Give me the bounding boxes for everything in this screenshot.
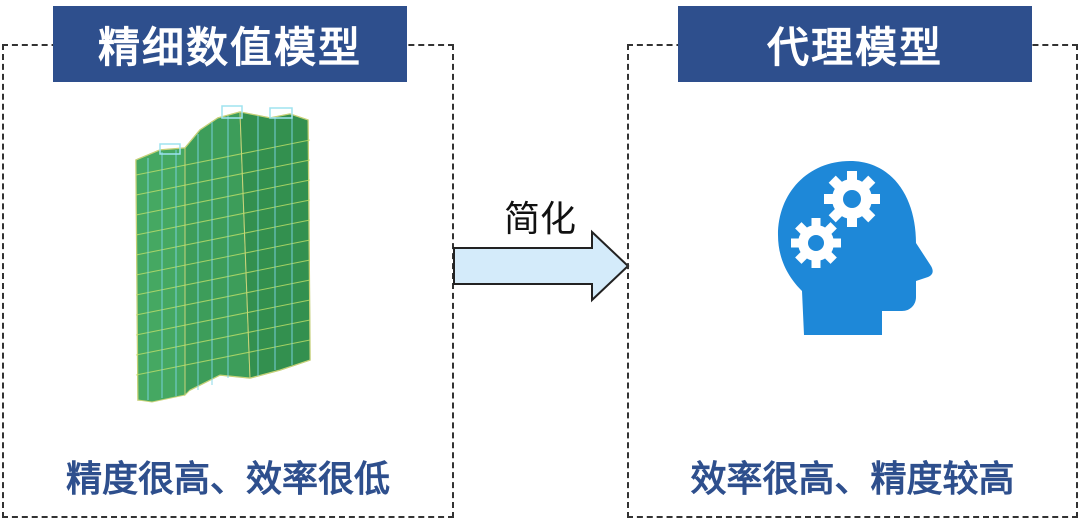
detailed-model-title: 精细数值模型 — [53, 6, 407, 82]
surrogate-model-caption: 效率很高、精度较高 — [690, 459, 1015, 500]
surrogate-model-title: 代理模型 — [678, 6, 1032, 82]
building-model-icon — [135, 105, 311, 403]
right-arrow-icon — [453, 229, 630, 303]
detailed-model-caption: 精度很高、效率很低 — [65, 459, 390, 500]
head-gears-icon — [778, 161, 933, 335]
simplify-label: 简化 — [503, 199, 576, 240]
